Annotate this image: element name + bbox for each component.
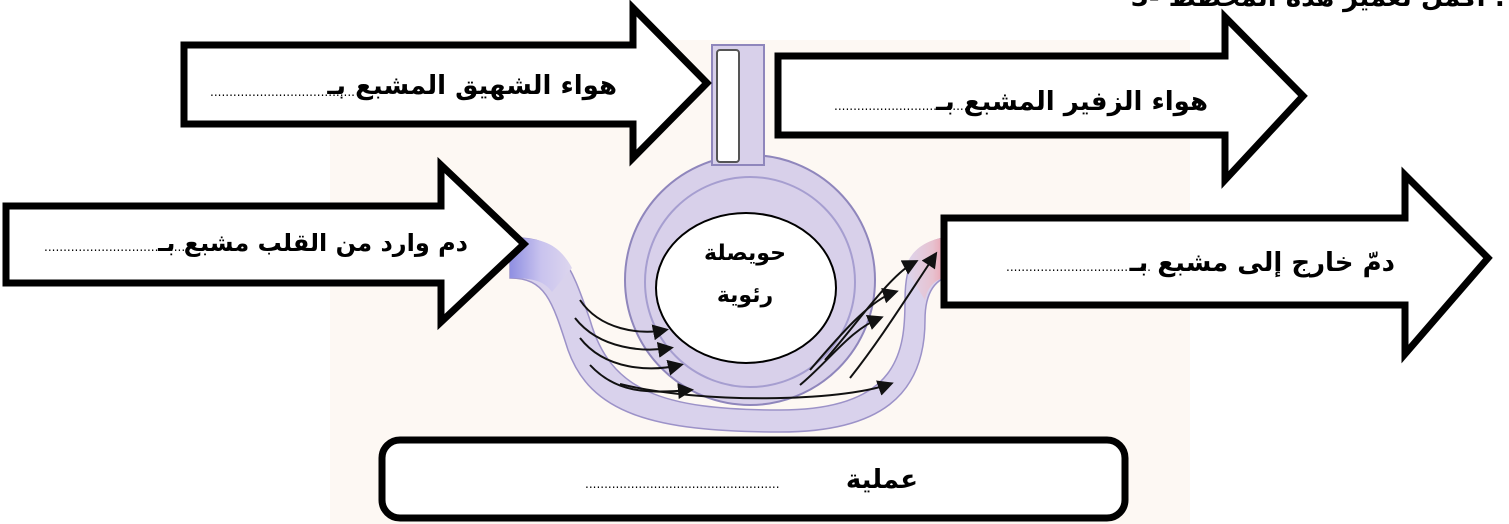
process-box: عملية ..................................… bbox=[382, 440, 1125, 518]
inhaled-air-label: هواء الشهيق المشبع بـ bbox=[326, 71, 617, 101]
header-fragment: 3- أكمل تعمير هذه المخطط : bbox=[1131, 0, 1505, 13]
airway-opening bbox=[717, 50, 739, 162]
process-blank: ........................................… bbox=[585, 477, 780, 491]
blood-in-blank: ...................................... bbox=[44, 240, 189, 254]
blood-in-arrow: دم وارد من القلب مشبع بـ ...............… bbox=[6, 165, 524, 322]
alveolus-label-line1: حويصلة bbox=[704, 241, 786, 266]
blood-in-label: دم وارد من القلب مشبع بـ bbox=[157, 229, 468, 257]
process-label: عملية bbox=[846, 465, 918, 495]
alveolus-label-line2: رئوية bbox=[717, 283, 773, 308]
exhaled-air-blank: .................................... bbox=[834, 99, 971, 113]
blood-out-blank: ...................................... bbox=[1006, 260, 1151, 274]
inhaled-air-blank: ...................................... bbox=[210, 85, 355, 99]
blood-out-label: دمّ خارج إلى مشبع بـ bbox=[1129, 248, 1395, 278]
exhaled-air-label: هواء الزفير المشبع بـ bbox=[935, 87, 1208, 117]
